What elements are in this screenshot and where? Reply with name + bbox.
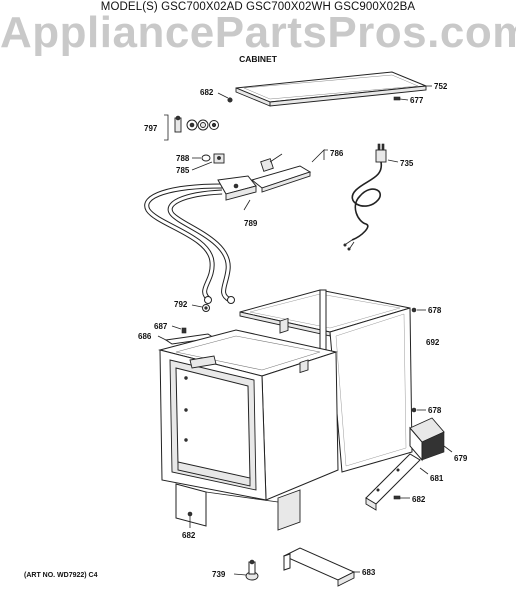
callout-788: 788 xyxy=(176,154,190,163)
part-797-fitting-kit[interactable] xyxy=(164,114,219,141)
part-678-screw-mid[interactable] xyxy=(411,407,417,413)
callout-752: 752 xyxy=(434,82,448,91)
part-792-nut[interactable] xyxy=(202,304,210,312)
watermark: AppliancePartsPros.com xyxy=(0,8,516,57)
part-683-bottom-bracket[interactable] xyxy=(282,547,356,587)
part-735-power-cord[interactable] xyxy=(343,143,387,251)
part-681-bracket[interactable] xyxy=(365,453,421,511)
model-numbers: MODEL(S) GSC700X02AD GSC700X02WH GSC900X… xyxy=(100,1,416,13)
callout-735: 735 xyxy=(400,159,414,168)
callout-792: 792 xyxy=(174,300,188,309)
callout-786: 786 xyxy=(330,149,344,158)
part-678-screw-top[interactable] xyxy=(411,307,417,313)
callout-682-top: 682 xyxy=(200,88,214,97)
callout-681: 681 xyxy=(430,474,444,483)
part-682-screw-bottom[interactable] xyxy=(187,511,193,517)
part-785-fitting[interactable] xyxy=(213,153,225,164)
callout-785: 785 xyxy=(176,166,190,175)
part-677-clip[interactable] xyxy=(393,96,401,101)
callout-797: 797 xyxy=(144,124,158,133)
art-number: (ART NO. WD7922) C4 xyxy=(24,572,98,579)
part-739-leveling-leg[interactable] xyxy=(245,559,259,581)
callout-679: 679 xyxy=(454,454,468,463)
callout-739: 739 xyxy=(212,570,226,579)
callout-678-top: 678 xyxy=(428,306,442,315)
part-682-screw-top[interactable] xyxy=(227,97,233,103)
callout-789: 789 xyxy=(244,219,258,228)
section-title: CABINET xyxy=(239,54,277,64)
part-679-block[interactable] xyxy=(409,417,445,462)
part-752-top-panel[interactable] xyxy=(235,71,427,107)
callout-682-right: 682 xyxy=(412,495,426,504)
callout-678-mid: 678 xyxy=(428,406,442,415)
part-789-hose-assembly[interactable] xyxy=(144,153,312,304)
callout-686: 686 xyxy=(138,332,152,341)
callout-687: 687 xyxy=(154,322,168,331)
part-788-o-ring[interactable] xyxy=(201,154,211,162)
callout-692: 692 xyxy=(426,338,440,347)
part-682-screw-right[interactable] xyxy=(393,495,401,500)
callout-677: 677 xyxy=(410,96,424,105)
callout-682-bottom: 682 xyxy=(182,531,196,540)
tub-assembly xyxy=(158,317,339,531)
callout-683: 683 xyxy=(362,568,376,577)
part-687-screw[interactable] xyxy=(181,327,187,334)
